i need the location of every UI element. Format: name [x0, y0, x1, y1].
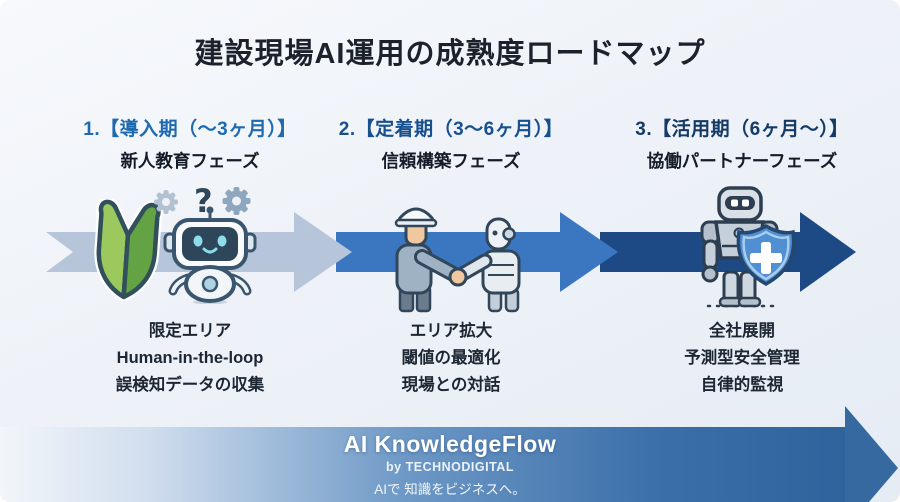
detail-line: 全社展開 [709, 322, 775, 340]
phase-1-title: 1.【導入期（〜3ヶ月）】 [83, 119, 297, 140]
product-name: AI KnowledgeFlow [343, 431, 557, 457]
phase-3-title: 3.【活用期（6ヶ月〜）】 [635, 119, 849, 140]
phase-3-details: 全社展開 予測型安全管理 自律的監視 [584, 318, 900, 399]
chatbot-robot-icon [163, 206, 257, 304]
product-byline: by TECHNODIGITAL [386, 460, 514, 474]
product-tagline: AIで 知識をビジネスへ。 [374, 482, 526, 497]
page-title: 建設現場AI運用の成熟度ロードマップ [194, 38, 706, 70]
detail-line: 限定エリア [148, 322, 232, 340]
gears-and-question-icons: ? [154, 184, 251, 220]
phase-2-header-block: 2.【定着期（3〜6ヶ月）】 信頼構築フェーズ [302, 114, 600, 173]
detail-line: Human-in-the-loop [116, 349, 264, 367]
guardian-robot-shield-icon [700, 186, 796, 308]
phase-2-subtitle: 信頼構築フェーズ [381, 151, 521, 171]
gear-icon [222, 187, 251, 215]
detail-line: 現場との対話 [401, 376, 501, 394]
phase-2-details: エリア拡大 閾値の最適化 現場との対話 [302, 318, 600, 399]
phase-3-subtitle: 協働パートナーフェーズ [646, 151, 838, 171]
footer-text-block: AI KnowledgeFlow by TECHNODIGITAL AIで 知識… [0, 431, 900, 498]
phase-1-subtitle: 新人教育フェーズ [120, 151, 260, 171]
beginner-mark-icon [94, 199, 163, 301]
phase-2-title: 2.【定着期（3〜6ヶ月）】 [338, 119, 564, 140]
footer-banner-arrow [0, 406, 898, 502]
detail-line: エリア拡大 [409, 322, 493, 340]
detail-line: 予測型安全管理 [684, 349, 800, 367]
phase-1-header-block: 1.【導入期（〜3ヶ月）】 新人教育フェーズ [28, 114, 352, 173]
phase-3-header-block: 3.【活用期（6ヶ月〜）】 協働パートナーフェーズ [584, 114, 900, 173]
detail-line: 閾値の最適化 [401, 349, 501, 367]
detail-line: 誤検知データの収集 [115, 376, 265, 394]
detail-line: 自律的監視 [700, 376, 784, 394]
gear-icon [154, 190, 178, 214]
phase-1-details: 限定エリア Human-in-the-loop 誤検知データの収集 [28, 318, 352, 399]
worker-robot-handshake-icon [394, 207, 521, 313]
